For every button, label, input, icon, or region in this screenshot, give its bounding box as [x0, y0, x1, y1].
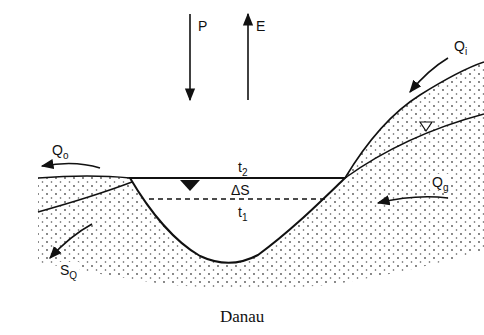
time-label: t1	[236, 204, 249, 220]
water-symbol	[180, 180, 200, 191]
figure-caption: Danau	[220, 308, 264, 325]
water-table-right	[345, 114, 484, 178]
ground-left	[38, 176, 130, 178]
arrow-p	[189, 14, 191, 100]
lake-basin	[130, 178, 345, 263]
level-t1	[149, 198, 326, 199]
soil	[38, 62, 484, 289]
arrow-sq	[50, 224, 92, 258]
flux-label: P	[196, 18, 209, 34]
flux-label: Qg	[430, 174, 450, 190]
flux-label: Qi	[452, 38, 469, 54]
arrow-qo	[42, 163, 100, 168]
ground-right	[345, 62, 484, 178]
time-label: t2	[236, 159, 249, 175]
water-table-left	[38, 182, 132, 212]
storage-label: ΔS	[229, 182, 252, 198]
level-t2	[130, 177, 345, 179]
flux-label: SQ	[58, 262, 79, 278]
arrow-qg	[378, 197, 448, 203]
arrow-e	[247, 14, 249, 100]
arrow-qi	[410, 58, 448, 92]
flux-label: E	[254, 18, 267, 34]
water-table-symbol	[420, 122, 432, 131]
flux-label: Qo	[50, 142, 70, 158]
